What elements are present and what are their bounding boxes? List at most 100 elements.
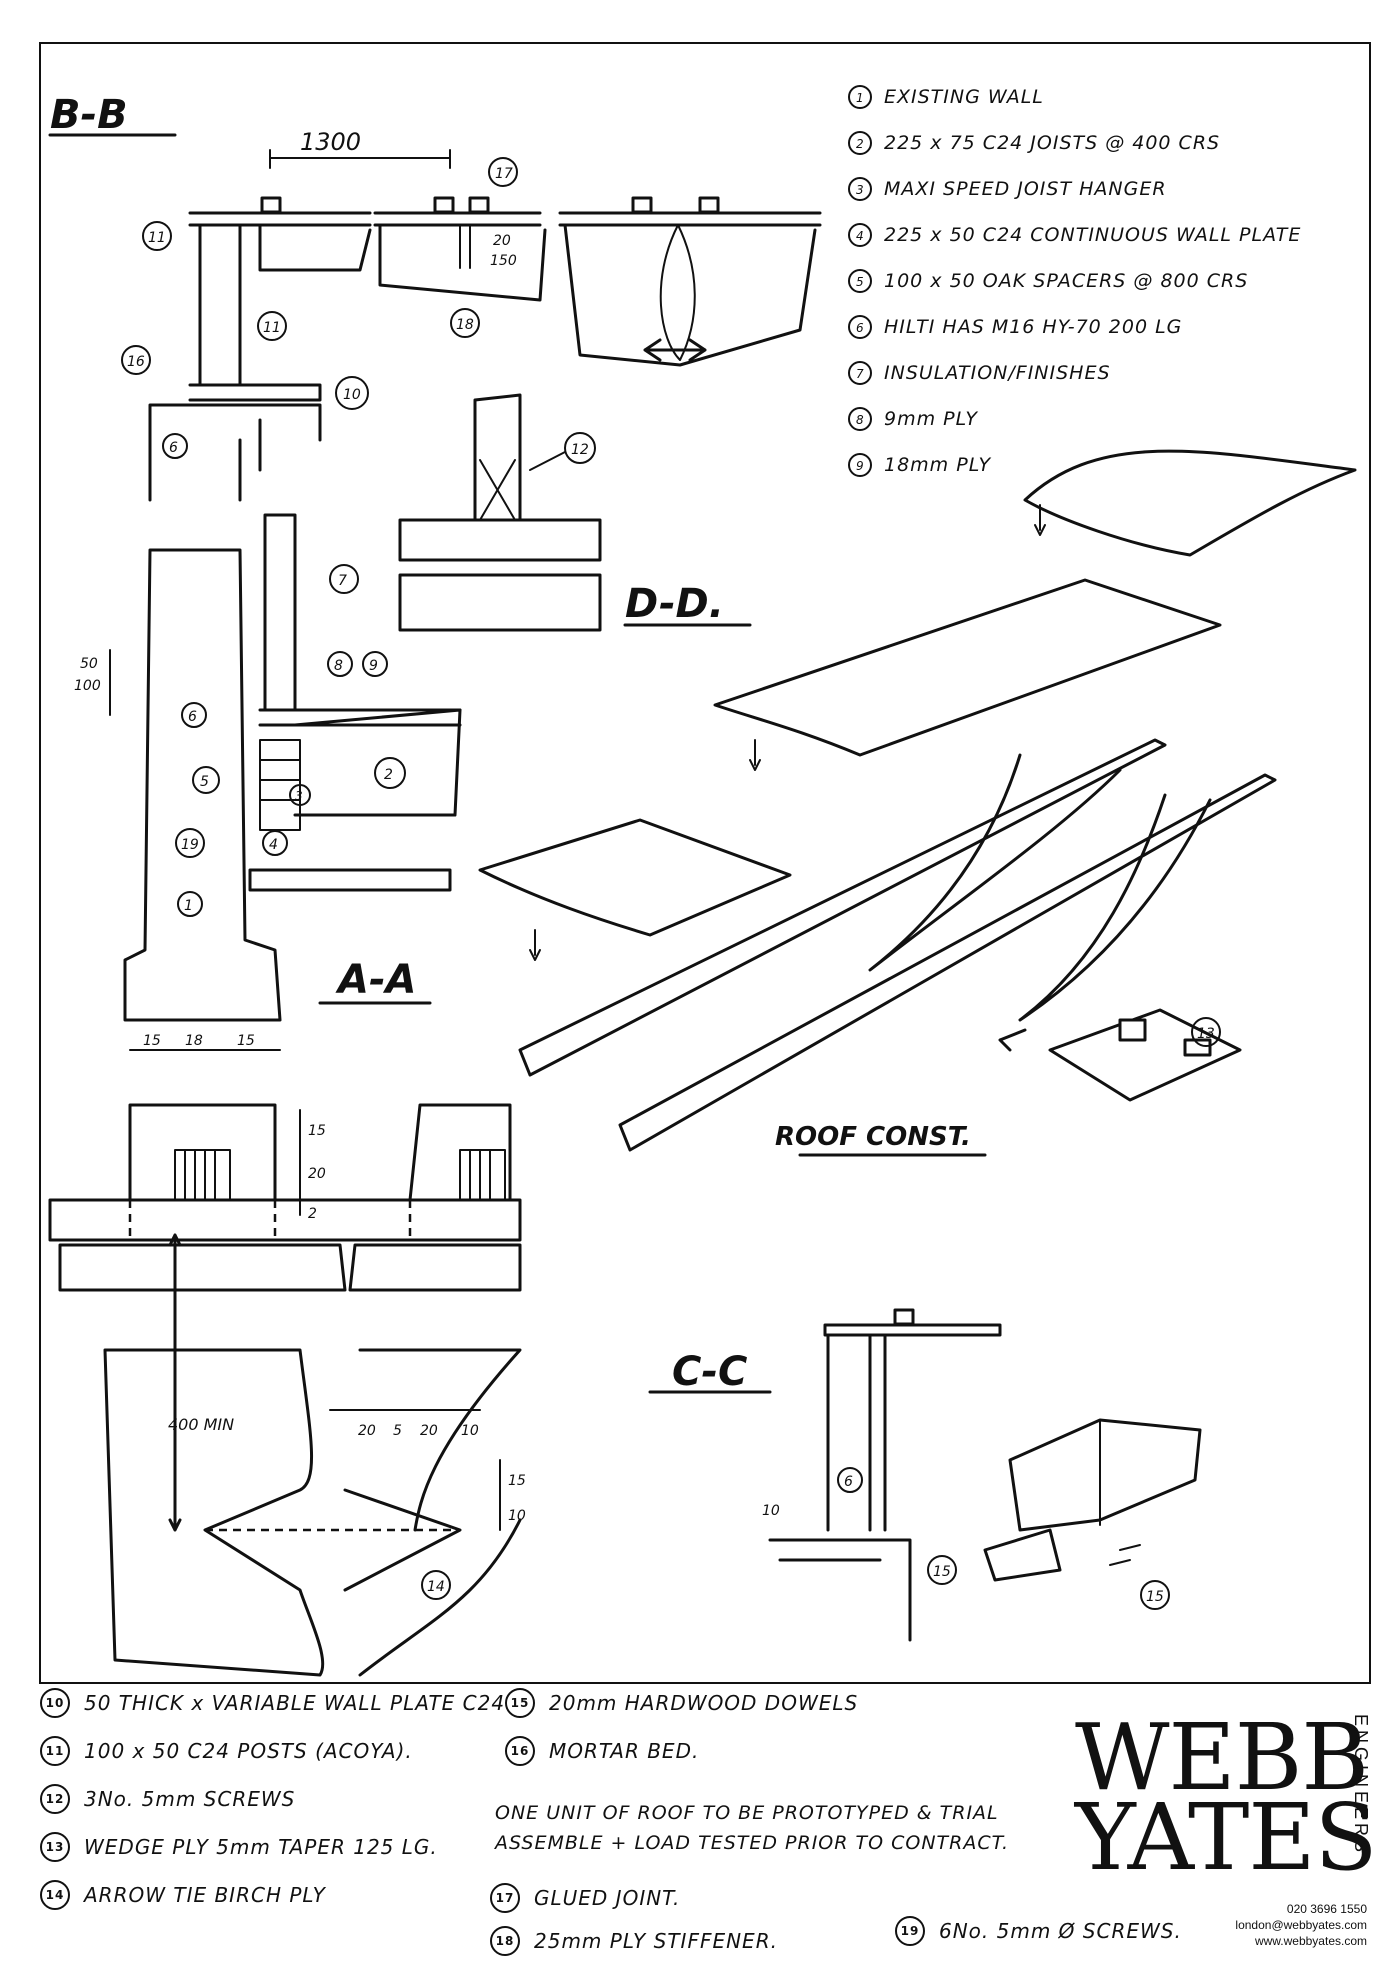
note-19: 19 6No. 5mm Ø SCREWS. [895, 1916, 1182, 1946]
svg-text:1: 1 [184, 898, 193, 914]
section-d-d: 12 D-D. [398, 393, 752, 632]
note-number: 15 [505, 1688, 535, 1718]
note-number: 10 [40, 1688, 70, 1718]
note-number: 19 [895, 1916, 925, 1946]
dim-v20: 20 [308, 1166, 326, 1182]
contact-website[interactable]: www.webbyates.com [1254, 1934, 1367, 1948]
note-11: 11 100 x 50 C24 POSTS (ACOYA). [40, 1736, 413, 1766]
logo-engineers: ENGINEERS [1351, 1714, 1371, 1857]
svg-text:12: 12 [571, 442, 589, 458]
drawing-frame [39, 42, 1371, 1684]
dim-15a: 15 [143, 1033, 161, 1049]
legend-item: 2 225 x 75 C24 JOISTS @ 400 CRS [848, 131, 1220, 155]
legend-number: 1 [856, 91, 864, 105]
legend: 1 EXISTING WALL 2 225 x 75 C24 JOISTS @ 400… [848, 85, 1301, 477]
contact-email[interactable]: london@webbyates.com [1235, 1918, 1367, 1932]
legend-number-circle [848, 177, 872, 201]
legend-item: 7 INSULATION/FINISHES [848, 361, 1111, 385]
company-logo: WEBB YATES ENGINEERS 020 3696 1550 londo… [1075, 1704, 1378, 1952]
arrow-tie-detail: 400 MIN 20 5 20 10 15 10 14 [103, 1233, 526, 1677]
logo-word-2: YATES [1075, 1784, 1378, 1891]
legend-number: 9 [856, 459, 864, 473]
note-number: 17 [490, 1883, 520, 1913]
section-title-c-c: C-C [672, 1349, 747, 1395]
note-number: 14 [40, 1880, 70, 1910]
note-number: 12 [40, 1784, 70, 1814]
legend-item: 3 MAXI SPEED JOIST HANGER [848, 177, 1167, 201]
prototype-statement: ONE UNIT OF ROOF TO BE PROTOTYPED & TRIA… [495, 1798, 1009, 1858]
svg-text:5: 5 [200, 774, 209, 790]
note-number: 16 [505, 1736, 535, 1766]
note-18: 18 25mm PLY STIFFENER. [490, 1926, 778, 1956]
svg-text:4: 4 [269, 837, 278, 853]
logo-word-1: WEBB [1075, 1704, 1369, 1811]
svg-text:17: 17 [495, 166, 513, 182]
note-16: 16 MORTAR BED. [505, 1736, 699, 1766]
note-text: 100 x 50 C24 POSTS (ACOYA). [84, 1739, 413, 1763]
dim-20: 20 [493, 233, 511, 249]
note-text: 25mm PLY STIFFENER. [534, 1929, 778, 1953]
legend-number-circle [848, 223, 872, 247]
legend-number-circle [848, 361, 872, 385]
statement-line-2: ASSEMBLE + LOAD TESTED PRIOR TO CONTRACT… [495, 1832, 1009, 1854]
legend-number-circle [848, 407, 872, 431]
legend-text: EXISTING WALL [884, 86, 1044, 108]
legend-text: 225 x 50 C24 CONTINUOUS WALL PLATE [884, 224, 1301, 246]
svg-text:2: 2 [384, 767, 393, 783]
svg-text:3: 3 [295, 789, 303, 803]
note-14: 14 ARROW TIE BIRCH PLY [40, 1880, 326, 1910]
legend-text: HILTI HAS M16 HY-70 200 LG [884, 316, 1182, 338]
legend-number: 7 [856, 367, 864, 381]
svg-text:6: 6 [188, 709, 197, 725]
dim-v10b: 10 [508, 1508, 526, 1524]
svg-text:16: 16 [127, 354, 145, 370]
notes-area: 10 50 THICK x VARIABLE WALL PLATE C24 11… [40, 1688, 1181, 1958]
dim-cc-10: 10 [762, 1503, 780, 1519]
dim-10: 10 [461, 1423, 479, 1439]
legend-text: MAXI SPEED JOIST HANGER [884, 178, 1167, 200]
note-number: 13 [40, 1832, 70, 1862]
dim-v15b: 15 [508, 1473, 526, 1489]
dim-50: 50 [80, 656, 98, 672]
dim-v15: 15 [308, 1123, 326, 1139]
note-text: 6No. 5mm Ø SCREWS. [939, 1919, 1182, 1943]
legend-number-circle [848, 453, 872, 477]
dim-20b: 20 [420, 1423, 438, 1439]
contact-phone: 020 3696 1550 [1286, 1902, 1367, 1916]
legend-number-circle [848, 315, 872, 339]
note-text: MORTAR BED. [549, 1739, 700, 1763]
svg-text:11: 11 [263, 320, 281, 336]
svg-text:14: 14 [427, 1579, 445, 1595]
legend-number-circle [848, 85, 872, 109]
legend-number: 3 [856, 183, 864, 197]
svg-text:6: 6 [169, 440, 178, 456]
section-title-roof: ROOF CONST. [775, 1122, 971, 1152]
dim-20a: 20 [358, 1423, 376, 1439]
legend-number: 8 [856, 413, 864, 427]
dim-150: 150 [490, 253, 517, 269]
svg-text:11: 11 [148, 230, 166, 246]
legend-number: 2 [856, 137, 864, 151]
svg-text:15: 15 [933, 1564, 951, 1580]
note-number: 18 [490, 1926, 520, 1956]
legend-text: INSULATION/FINISHES [884, 362, 1111, 384]
svg-text:13: 13 [1197, 1026, 1215, 1042]
note-15: 15 20mm HARDWOOD DOWELS [505, 1688, 858, 1718]
section-b-b: B-B 1300 11 11 16 10 6 20 150 17 18 [48, 92, 822, 502]
note-text: 20mm HARDWOOD DOWELS [549, 1691, 859, 1715]
section-title-a-a: A-A [335, 957, 417, 1003]
note-text: GLUED JOINT. [534, 1886, 681, 1910]
dim-100: 100 [74, 678, 101, 694]
svg-text:7: 7 [338, 573, 347, 589]
roof-construction: 13 ROOF CONST. [478, 449, 1357, 1157]
legend-number: 5 [856, 275, 864, 289]
note-text: ARROW TIE BIRCH PLY [84, 1883, 326, 1907]
section-c-c: C-C 10 6 15 15 [648, 1308, 1202, 1642]
svg-text:6: 6 [844, 1474, 853, 1490]
legend-text: 225 x 75 C24 JOISTS @ 400 CRS [884, 132, 1220, 154]
svg-text:8: 8 [334, 658, 343, 674]
